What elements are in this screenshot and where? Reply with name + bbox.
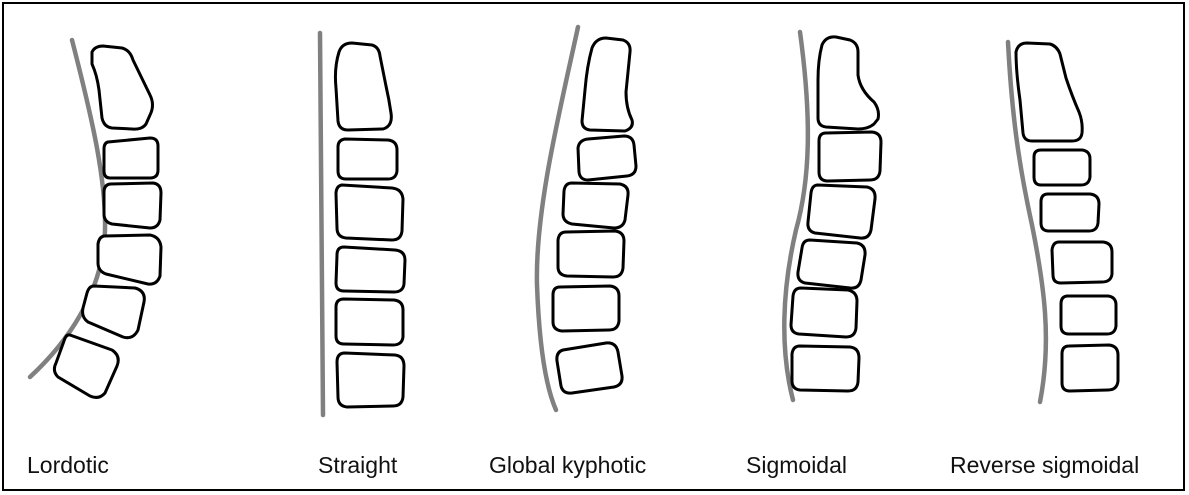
lordotic-vertebra-5 <box>83 286 145 338</box>
sigmoidal-vertebra-2 <box>819 132 881 181</box>
straight-curve-line <box>320 33 323 415</box>
lordotic-vertebra-3 <box>104 183 161 228</box>
reverse-sigmoidal-vertebra-6 <box>1062 345 1118 391</box>
label-global-kyphotic: Global kyphotic <box>489 452 646 479</box>
panel-global-kyphotic <box>537 27 636 410</box>
label-lordotic: Lordotic <box>27 452 109 479</box>
straight-vertebra-1 <box>335 43 391 130</box>
straight-vertebra-6 <box>337 353 404 407</box>
sigmoidal-vertebra-6 <box>792 346 859 391</box>
global-kyphotic-vertebra-4 <box>558 231 624 277</box>
straight-vertebra-5 <box>336 299 403 345</box>
global-kyphotic-vertebra-5 <box>553 286 619 331</box>
panel-sigmoidal <box>784 32 881 400</box>
lordotic-curve-line <box>30 40 105 377</box>
label-straight: Straight <box>318 452 397 479</box>
global-kyphotic-vertebra-3 <box>563 183 628 228</box>
sigmoidal-vertebra-3 <box>808 185 875 238</box>
sigmoidal-vertebra-1 <box>818 37 879 129</box>
label-sigmoidal: Sigmoidal <box>746 452 847 479</box>
lordotic-vertebra-4 <box>98 235 161 284</box>
straight-vertebra-3 <box>336 185 403 240</box>
reverse-sigmoidal-vertebra-4 <box>1052 242 1112 283</box>
reverse-sigmoidal-vertebra-1 <box>1016 43 1082 141</box>
lordotic-vertebra-2 <box>104 138 158 178</box>
panel-reverse-sigmoidal <box>1008 42 1118 402</box>
label-reverse-sigmoidal: Reverse sigmoidal <box>950 452 1139 479</box>
reverse-sigmoidal-vertebra-3 <box>1041 194 1099 231</box>
lordotic-vertebra-1 <box>92 46 153 129</box>
panel-straight <box>320 33 405 415</box>
straight-vertebra-4 <box>336 247 405 292</box>
reverse-sigmoidal-vertebra-2 <box>1034 150 1090 185</box>
lordotic-vertebra-6 <box>54 335 118 398</box>
sigmoidal-vertebra-4 <box>798 240 865 288</box>
reverse-sigmoidal-vertebra-5 <box>1061 296 1116 334</box>
global-kyphotic-vertebra-6 <box>557 343 622 393</box>
sigmoidal-vertebra-5 <box>791 288 857 337</box>
global-kyphotic-vertebra-2 <box>578 136 636 180</box>
global-kyphotic-vertebra-1 <box>582 38 632 131</box>
straight-vertebra-2 <box>338 139 397 179</box>
panel-lordotic <box>30 40 161 397</box>
